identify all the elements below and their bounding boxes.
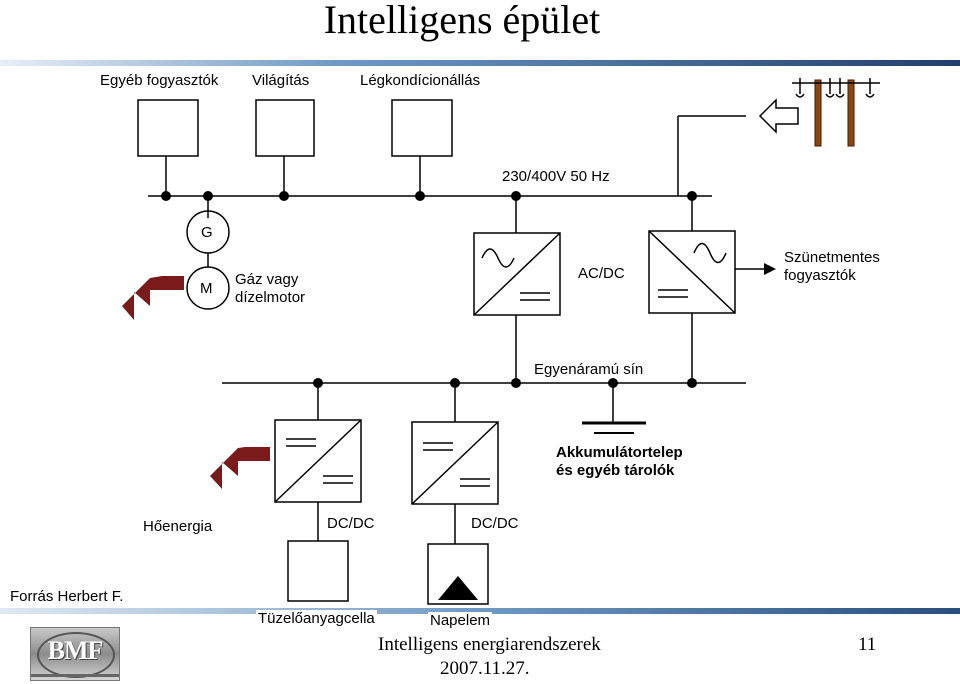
motor-m-label: M <box>200 280 213 297</box>
fuel-cell-box <box>287 540 349 602</box>
footer-band <box>0 608 960 614</box>
dcdc-label-2: DC/DC <box>471 515 519 532</box>
institution-logo: BMF <box>30 627 120 681</box>
solar-triangle-icon <box>438 576 478 600</box>
load-label-ac: Légkondícionállás <box>360 72 481 89</box>
junction-dot <box>415 191 425 201</box>
load-label-other: Egyéb fogyasztók <box>100 72 219 89</box>
heat-energy-label: Hőenergia <box>143 518 213 535</box>
footer-date: 2007.11.27. <box>440 658 530 679</box>
acdc-label: AC/DC <box>578 265 625 282</box>
junction-dot <box>608 378 618 388</box>
junction-dot <box>203 191 213 201</box>
footer-title: Intelligens energiarendszerek <box>378 634 601 655</box>
junction-dot <box>161 191 171 201</box>
source-note: Forrás Herbert F. <box>10 588 124 605</box>
slide-title: Intelligens épület <box>323 0 601 42</box>
junction-dot <box>313 378 323 388</box>
junction-dot <box>687 191 697 201</box>
ups-arrow-head-icon <box>764 263 776 275</box>
junction-dot <box>511 378 521 388</box>
junction-dot <box>511 191 521 201</box>
ups-label-line1: Szünetmentes <box>784 249 880 266</box>
load-box-lighting <box>255 99 315 157</box>
heat-input-arrow-icon <box>210 447 270 489</box>
acdc-converter-box <box>473 232 561 316</box>
engine-desc-line2: dízelmotor <box>235 289 306 306</box>
fuel-cell-label: Tüzelőanyagcella <box>256 610 377 628</box>
dc-bus-label: Egyenáramú sín <box>534 361 644 378</box>
ups-label-line2: fogyasztók <box>784 267 856 284</box>
load-box-other <box>137 99 199 157</box>
fuel-input-arrow-icon <box>122 276 184 320</box>
solar-panel-box <box>427 543 489 605</box>
storage-label-line1: Akkumulátortelep <box>556 444 683 461</box>
load-label-lighting: Világítás <box>252 72 310 89</box>
ac-bus-label: 230/400V 50 Hz <box>502 168 610 185</box>
load-box-ac <box>391 99 453 157</box>
dcdc-label-1: DC/DC <box>327 515 375 532</box>
engine-desc-line1: Gáz vagy <box>235 271 299 288</box>
page-number: 11 <box>858 634 877 655</box>
title-underline-band <box>0 60 960 66</box>
junction-dot <box>687 378 697 388</box>
junction-dot <box>279 191 289 201</box>
junction-dot <box>450 378 460 388</box>
generator-g-label: G <box>201 224 213 241</box>
grid-inflow-arrow-icon <box>758 98 799 134</box>
utility-pole-icon <box>792 78 880 147</box>
solar-panel-label: Napelem <box>428 612 493 630</box>
storage-label-line2: és egyéb tárolók <box>556 462 675 479</box>
